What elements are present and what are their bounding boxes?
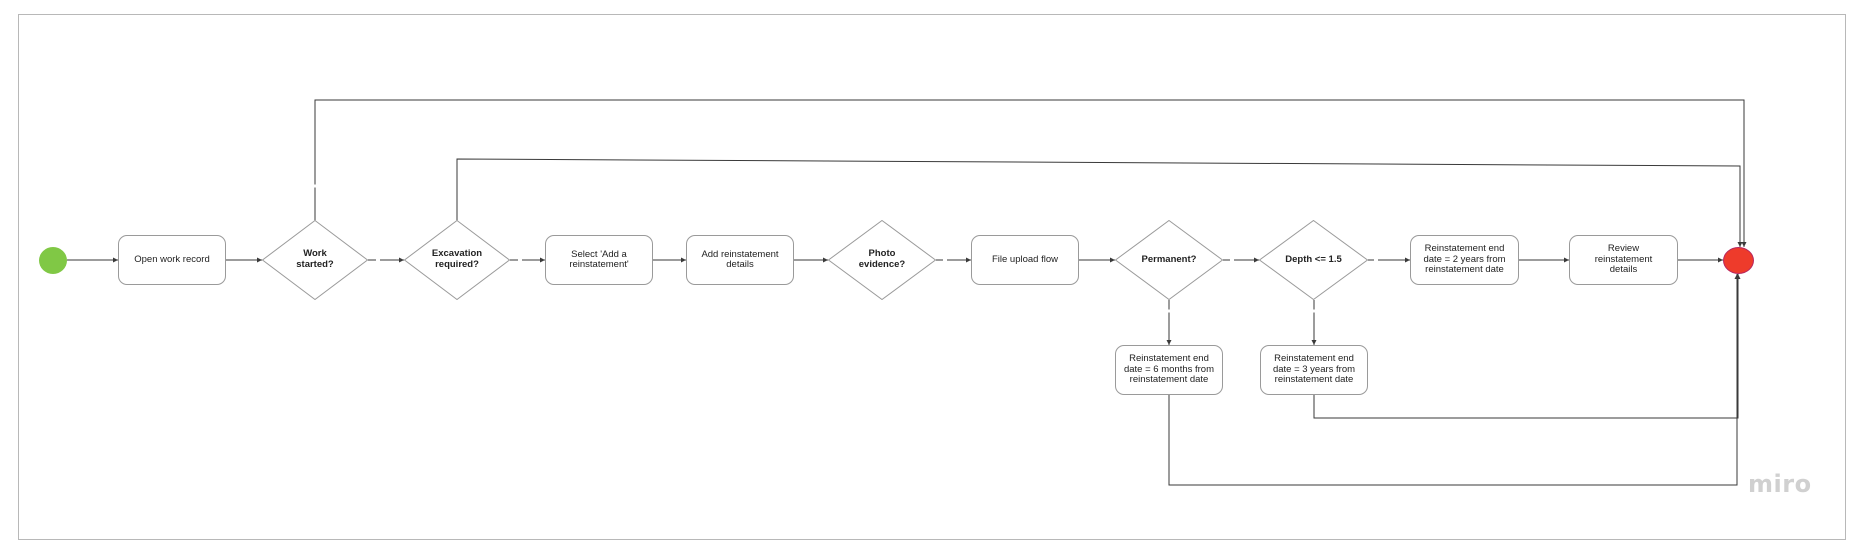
decision-photo-evidence[interactable]: Photo evidence? [828, 220, 936, 300]
node-label: Reinstatement end date = 6 months from r… [1123, 353, 1215, 386]
node-select-add-reinstatement[interactable]: Select 'Add a reinstatement' [545, 235, 653, 285]
edge-work-no-bypass [314, 99, 1747, 247]
node-review-details[interactable]: Review reinstatement details [1569, 235, 1678, 285]
node-open-work-record[interactable]: Open work record [118, 235, 226, 285]
node-label: Reinstatement end date = 2 years from re… [1423, 243, 1506, 276]
node-end-date-2-years[interactable]: Reinstatement end date = 2 years from re… [1410, 235, 1519, 285]
edge-excavation-no-bypass [456, 158, 1743, 247]
node-label: Review reinstatement details [1594, 243, 1653, 276]
node-label: Select 'Add a reinstatement' [569, 248, 629, 270]
decision-work-started[interactable]: Work started? [262, 220, 368, 300]
node-file-upload-flow[interactable]: File upload flow [971, 235, 1079, 285]
decision-excavation-required[interactable]: Excavation required? [404, 220, 510, 300]
decision-depth[interactable]: Depth <= 1.5 [1259, 220, 1368, 300]
start-node[interactable] [39, 247, 67, 274]
node-label: Reinstatement end date = 3 years from re… [1272, 353, 1356, 386]
decision-label: Excavation required? [431, 248, 483, 270]
node-end-date-6-months[interactable]: Reinstatement end date = 6 months from r… [1115, 345, 1223, 395]
decision-label: Work started? [296, 248, 334, 270]
miro-logo: miro [1748, 470, 1812, 498]
node-label: File upload flow [991, 253, 1058, 265]
edge-6months-end [1168, 274, 1740, 486]
decision-permanent[interactable]: Permanent? [1115, 220, 1223, 300]
node-add-reinstatement-details[interactable]: Add reinstatement details [686, 235, 794, 285]
node-label: Add reinstatement details [701, 248, 779, 270]
decision-label: Depth <= 1.5 [1285, 253, 1342, 265]
end-node[interactable] [1723, 247, 1754, 274]
node-label: Open work record [134, 253, 210, 265]
decision-label: Permanent? [1141, 253, 1197, 265]
node-end-date-3-years[interactable]: Reinstatement end date = 3 years from re… [1260, 345, 1368, 395]
decision-label: Photo evidence? [858, 248, 906, 270]
edge-3years-end [1313, 274, 1741, 419]
